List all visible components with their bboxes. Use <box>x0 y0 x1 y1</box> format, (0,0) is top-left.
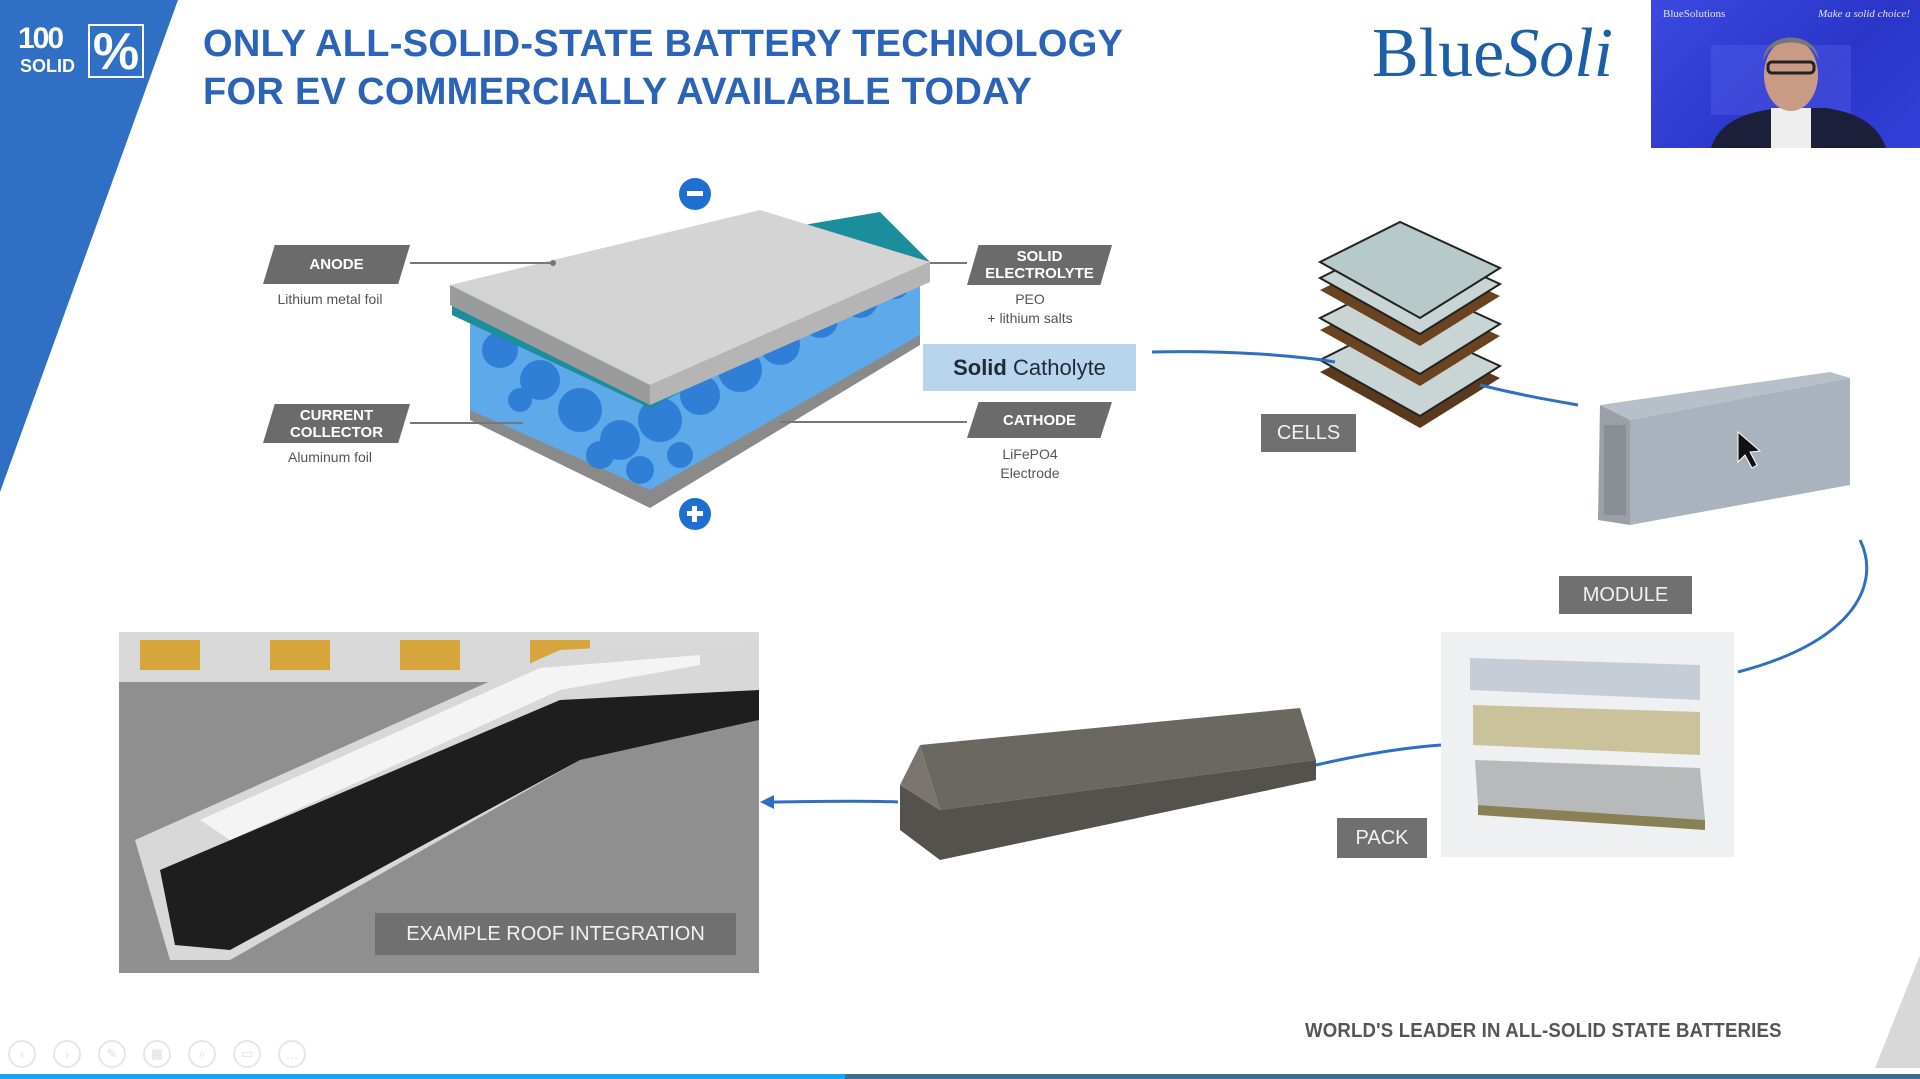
current-collector-line2: COLLECTOR <box>289 423 384 441</box>
footer-tagline: WORLD'S LEADER IN ALL-SOLID STATE BATTER… <box>1305 1020 1782 1042</box>
mouse-cursor-icon <box>1737 430 1762 469</box>
left-blue-stripe <box>0 0 178 492</box>
logo-word: SOLID <box>20 56 76 76</box>
bus-photo <box>119 632 759 973</box>
webcam-tagline: Make a solid choice! <box>1818 8 1910 20</box>
solid-catholyte-box: Solid Catholyte <box>923 344 1136 391</box>
solid-electrolyte-line2: ELECTROLYTE <box>985 265 1094 282</box>
catholyte-bold: Solid <box>953 354 1007 380</box>
title-line-1: ONLY ALL-SOLID-STATE BATTERY TECHNOLOGY <box>203 23 1124 65</box>
solid-electrolyte-line1: SOLID <box>1016 248 1063 265</box>
cells-label: CELLS <box>1261 414 1356 452</box>
pack-label: PACK <box>1337 818 1427 858</box>
current-collector-desc: Aluminum foil <box>287 449 373 465</box>
cathode-desc-1: LiFePO4 <box>1002 446 1058 462</box>
subtitles-icon[interactable]: ▭ <box>233 1040 261 1068</box>
current-collector-line1: CURRENT <box>299 406 374 424</box>
bus-caption: EXAMPLE ROOF INTEGRATION <box>375 913 736 955</box>
right-edge-shade <box>1875 955 1920 1068</box>
zoom-icon[interactable]: ⌕ <box>188 1040 216 1068</box>
webcam-logo-text: BlueSolutions <box>1663 8 1726 20</box>
module-label: MODULE <box>1559 576 1692 614</box>
logo-number: 100 <box>18 22 64 55</box>
catholyte-rest: Catholyte <box>1006 354 1106 380</box>
pen-icon[interactable]: ✎ <box>98 1040 126 1068</box>
slide-progress-bar[interactable] <box>0 1074 1920 1079</box>
anode-desc: Lithium metal foil <box>277 291 383 307</box>
brand-logo: BlueSoli <box>1372 14 1613 94</box>
solid-electrolyte-desc-1: PEO <box>1015 291 1045 307</box>
previous-icon[interactable]: ‹ <box>8 1040 36 1068</box>
logo-percent: % <box>88 24 144 78</box>
next-icon[interactable]: › <box>53 1040 81 1068</box>
solid-electrolyte-desc: PEO + lithium salts <box>960 290 1100 328</box>
logo-100-solid: 100 SOLID % <box>18 22 148 82</box>
arrow-head-icon <box>760 795 774 809</box>
pack-image <box>900 708 1316 860</box>
more-icon[interactable]: … <box>278 1040 306 1068</box>
battery-cell-diagram <box>410 178 967 530</box>
title-line-2: FOR EV COMMERCIALLY AVAILABLE TODAY <box>203 71 1032 113</box>
slide-title: ONLY ALL-SOLID-STATE BATTERY TECHNOLOGY … <box>203 20 1123 116</box>
cathode-label: CATHODE <box>967 402 1112 438</box>
cathode-desc-2: Electrode <box>1000 465 1060 481</box>
anode-label-text: ANODE <box>309 256 364 273</box>
solid-electrolyte-desc-2: + lithium salts <box>987 310 1073 326</box>
cathode-label-text: CATHODE <box>1002 411 1077 429</box>
webcam-overlay[interactable]: BlueSolutions Make a solid choice! <box>1651 0 1920 148</box>
grid-icon[interactable]: ▦ <box>143 1040 171 1068</box>
flow-connectors <box>767 350 1869 804</box>
presenter-video <box>1711 37 1886 148</box>
brand-part1: Blue <box>1372 15 1505 92</box>
cells-stack-image <box>1317 220 1503 428</box>
brand-part2: Soli <box>1504 15 1614 92</box>
anode-label: ANODE <box>263 245 410 284</box>
progress-fill <box>0 1074 845 1079</box>
module-image <box>1598 372 1850 525</box>
